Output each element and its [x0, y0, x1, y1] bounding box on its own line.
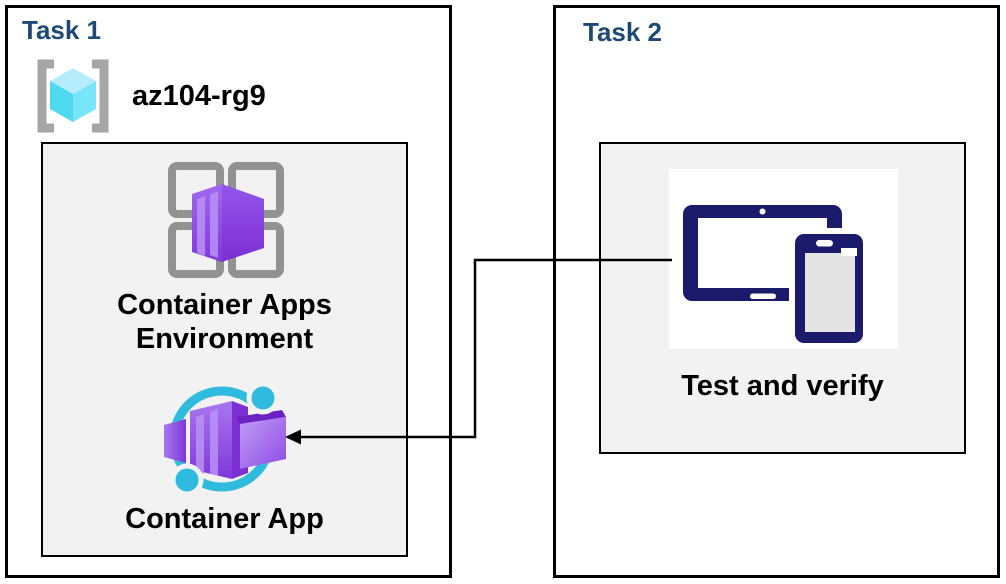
resource-group-icon [30, 56, 116, 136]
tablet-and-phone-icon [683, 205, 869, 349]
task2-panel: Task 2 Test and verify [553, 5, 1000, 578]
test-and-verify-node [669, 169, 898, 349]
container-apps-environment-label: Container Apps Environment [117, 289, 332, 355]
resource-group-name: az104-rg9 [132, 79, 266, 112]
container-apps-environment-icon [164, 158, 288, 282]
container-app-icon [162, 377, 294, 501]
task1-inner-box: Container Apps Environment [41, 142, 408, 557]
task1-panel: Task 1 az104-rg9 [5, 5, 452, 578]
task2-inner-box: Test and verify [599, 142, 966, 454]
task1-title: Task 1 [22, 15, 102, 45]
resource-group-row: az104-rg9 [30, 56, 266, 136]
test-and-verify-label: Test and verify [681, 370, 884, 402]
container-app-label: Container App [125, 503, 324, 535]
task2-title: Task 2 [583, 17, 663, 47]
